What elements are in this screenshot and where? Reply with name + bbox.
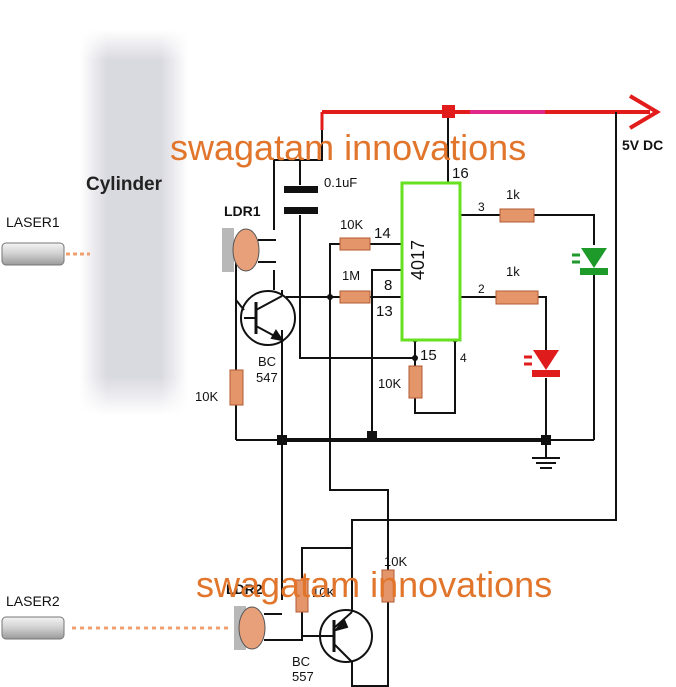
r-pin3-label: 1k (506, 187, 520, 202)
transistor-q2 (302, 609, 373, 663)
supply-rail (320, 94, 661, 130)
resistor-q2-base (295, 579, 309, 613)
q1-type: BC (258, 354, 276, 369)
resistor-pin3 (499, 208, 535, 223)
led-green (572, 248, 608, 275)
ic-pin-2: 2 (478, 282, 485, 296)
laser1-label: LASER1 (6, 214, 60, 230)
ic-pin-3: 3 (478, 200, 485, 214)
r-pin2-label: 1k (506, 264, 520, 279)
resistor-pin2 (495, 290, 539, 305)
ic-pin-14: 14 (374, 225, 391, 242)
ic-pin-13: 13 (376, 303, 393, 320)
r-pin13-label: 1M (342, 268, 360, 283)
resistor-q2-right (381, 569, 395, 603)
transistor-q1 (240, 290, 296, 346)
resistor-pin14 (339, 237, 371, 251)
ldr2 (234, 606, 282, 650)
wires (235, 112, 617, 687)
r-q2-base-label: 10K (312, 585, 335, 600)
ic-pin-16: 16 (452, 165, 469, 182)
ic-pin-15: 15 (420, 347, 437, 364)
cylinder-label: Cylinder (86, 174, 163, 195)
q2-number: 557 (292, 669, 314, 684)
r-pin14-label: 10K (340, 217, 363, 232)
watermark-top: swagatam innovations (170, 127, 526, 168)
r-q2-right-label: 10K (384, 554, 407, 569)
ldr1 (222, 228, 276, 272)
laser1 (1, 242, 90, 266)
cylinder (80, 30, 188, 415)
resistor-pin15 (408, 365, 423, 399)
ldr1-label: LDR1 (224, 203, 261, 219)
ic-name: 4017 (408, 240, 428, 280)
ic-pin-4: 4 (460, 351, 467, 365)
resistors (229, 208, 539, 613)
ic-4017 (400, 181, 462, 342)
supply-label: 5V DC (622, 137, 663, 153)
ic-pin-8: 8 (384, 277, 392, 294)
ldr2-label: LDR2 (226, 581, 263, 597)
r-q1-label: 10K (195, 389, 218, 404)
laser2-label: LASER2 (6, 593, 60, 609)
resistor-q1 (229, 369, 244, 406)
watermark-bottom: swagatam innovations (196, 564, 552, 605)
r-pin15-label: 10K (378, 376, 401, 391)
capacitor-c1 (284, 186, 318, 214)
c1-label: 0.1uF (324, 175, 357, 190)
led-red (524, 350, 560, 377)
resistor-pin13 (339, 290, 371, 304)
laser2 (1, 616, 230, 640)
q1-number: 547 (256, 370, 278, 385)
q2-type: BC (292, 654, 310, 669)
